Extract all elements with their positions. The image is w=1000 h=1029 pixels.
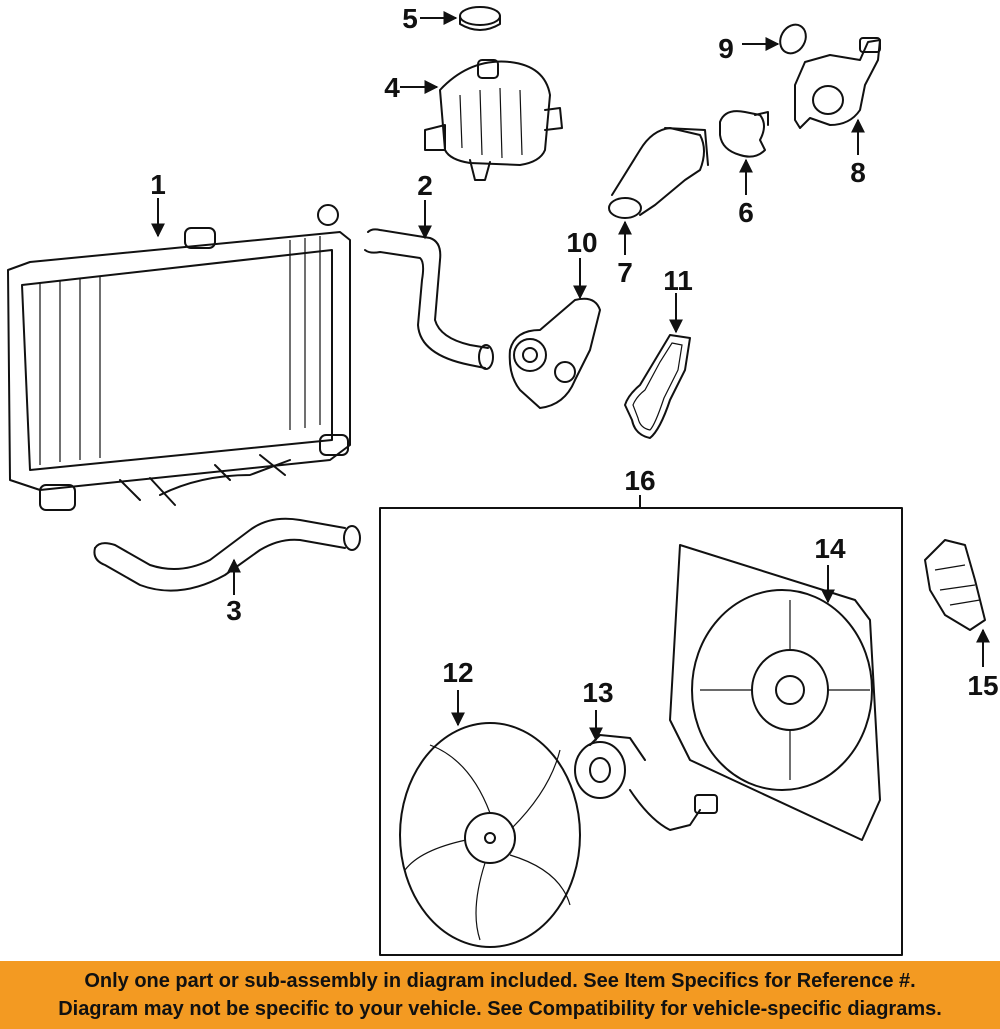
callout-16: 16 — [624, 465, 655, 496]
thermostat-part — [719, 110, 769, 158]
gasket-ring-part — [779, 23, 807, 55]
callout-15: 15 — [967, 670, 998, 701]
pump-gasket-part — [624, 334, 691, 439]
resistor-part — [924, 539, 986, 631]
cap-part — [459, 6, 501, 31]
disclaimer-banner: Only one part or sub-assembly in diagram… — [0, 961, 1000, 1029]
callout-3: 3 — [226, 595, 242, 626]
callout-6: 6 — [738, 197, 754, 228]
callout-7: 7 — [617, 257, 633, 288]
callout-5: 5 — [402, 3, 418, 34]
disclaimer-line-1: Only one part or sub-assembly in diagram… — [84, 970, 916, 992]
callout-9: 9 — [718, 33, 734, 64]
callout-14: 14 — [814, 533, 846, 564]
callout-2: 2 — [417, 170, 433, 201]
fan-shroud-part — [669, 544, 881, 841]
fan-blade-part — [399, 722, 581, 948]
reservoir-part — [424, 59, 563, 181]
callout-13: 13 — [582, 677, 613, 708]
housing-part — [794, 37, 881, 129]
parts-diagram: 1 2 3 4 5 6 7 — [7, 3, 999, 956]
water-outlet-part — [608, 127, 709, 219]
callout-10: 10 — [566, 227, 597, 258]
radiator-part — [7, 204, 351, 511]
callout-8: 8 — [850, 157, 866, 188]
lower-hose-part — [93, 517, 361, 592]
upper-hose-part — [364, 228, 494, 370]
disclaimer-line-2: Diagram may not be specific to your vehi… — [58, 998, 942, 1020]
callout-11: 11 — [663, 265, 693, 296]
water-pump-part — [508, 297, 601, 409]
callout-4: 4 — [384, 72, 400, 103]
fan-motor-part — [574, 734, 718, 831]
callout-12: 12 — [442, 657, 473, 688]
assembly-box — [379, 507, 903, 956]
callout-1: 1 — [150, 169, 166, 200]
